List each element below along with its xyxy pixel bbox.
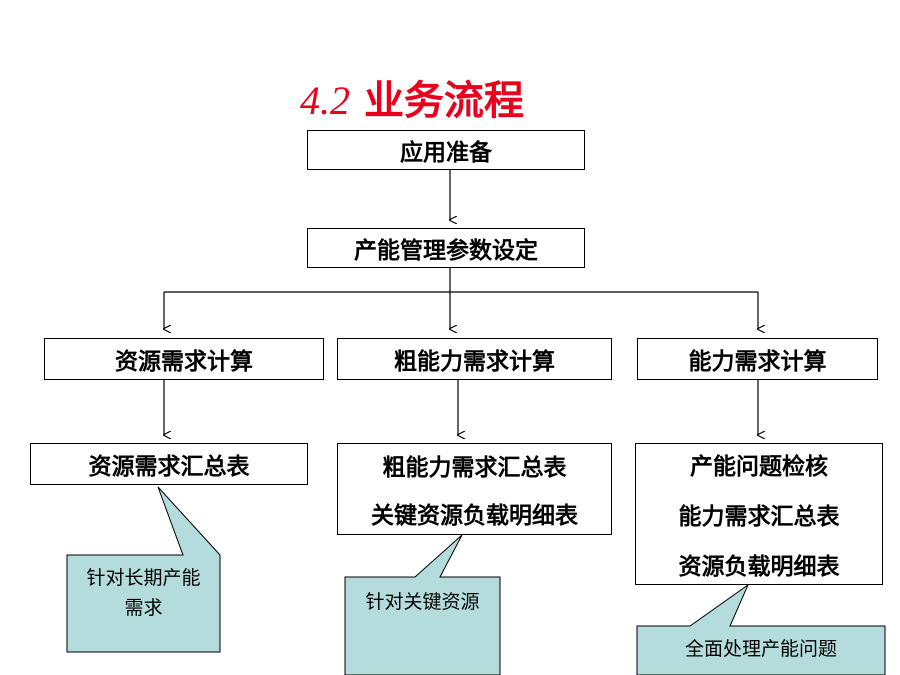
- box-capacity-output: 产能问题检核 能力需求汇总表 资源负载明细表: [635, 443, 883, 585]
- callout-long-term-text: 针对长期产能 需求: [67, 563, 220, 623]
- title-text: 业务流程: [363, 78, 524, 124]
- capacity-output-line-1: 产能问题检核: [690, 454, 828, 480]
- capacity-output-line-3: 资源负载明细表: [678, 554, 840, 580]
- title-number: 4.2: [300, 78, 350, 123]
- box-resource-summary: 资源需求汇总表: [30, 443, 308, 485]
- capacity-output-line-2: 能力需求汇总表: [678, 504, 840, 530]
- box-prepare: 应用准备: [307, 130, 585, 170]
- page-title: 4.2 业务流程: [300, 68, 620, 128]
- callout-full-text: 全面处理产能问题: [684, 638, 837, 660]
- box-param-setting: 产能管理参数设定: [307, 228, 585, 268]
- rough-output-line-2: 关键资源负载明细表: [371, 503, 578, 529]
- box-rough-output: 粗能力需求汇总表 关键资源负载明细表: [337, 443, 612, 535]
- callout-key-resource-text: 针对关键资源: [365, 591, 480, 613]
- box-resource-calc: 资源需求计算: [44, 338, 324, 380]
- callout-long-term: [66, 486, 221, 653]
- box-capacity-calc: 能力需求计算: [637, 338, 878, 380]
- callout-full: [636, 583, 886, 675]
- callout-long-term-line-1: 针对长期产能: [86, 567, 201, 589]
- rough-output-line-1: 粗能力需求汇总表: [382, 455, 567, 481]
- callout-long-term-line-2: 需求: [124, 597, 163, 619]
- callout-key-resource: [344, 534, 501, 675]
- box-rough-calc: 粗能力需求计算: [337, 338, 612, 380]
